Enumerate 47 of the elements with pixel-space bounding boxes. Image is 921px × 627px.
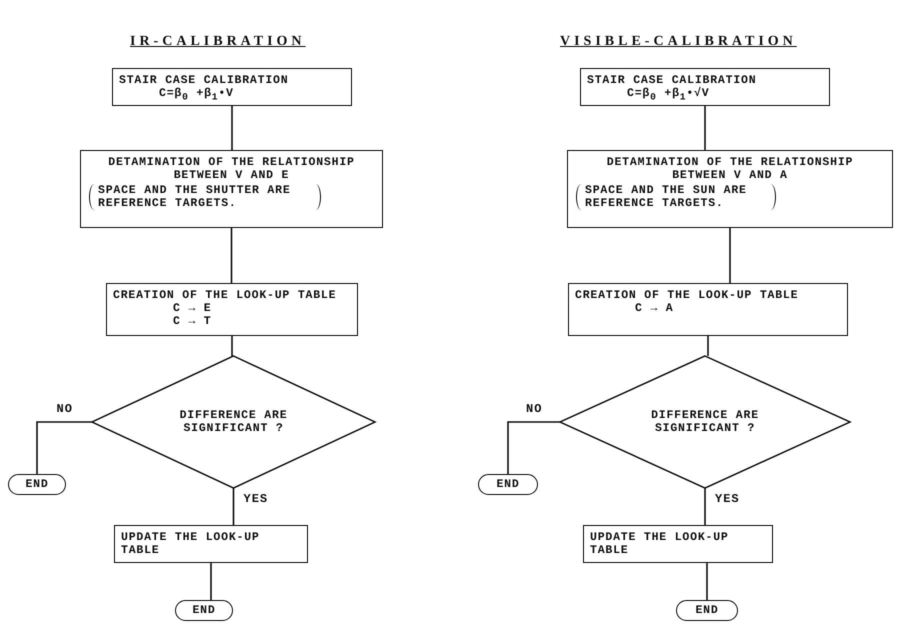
connector-line <box>36 421 92 474</box>
step-label: C=β$_{0}$ +β$_{1}$•V <box>158 87 235 104</box>
step-label: C → E <box>172 302 213 315</box>
connector-line <box>231 106 233 150</box>
step-label: STAIR CASE CALIBRATION <box>587 74 758 87</box>
step-label: CREATION OF THE LOOK-UP TABLE <box>575 289 800 302</box>
section-title: IR-CALIBRATION <box>130 34 306 50</box>
process-box <box>114 525 308 563</box>
connector-line <box>230 228 232 283</box>
end-terminal <box>676 600 738 621</box>
process-box <box>568 283 848 336</box>
end-terminal <box>8 474 66 495</box>
step-label: C → T <box>172 315 213 328</box>
connector-line <box>704 106 706 150</box>
step-label: UPDATE THE LOOK-UP TABLE <box>590 531 730 557</box>
connector-line <box>706 563 708 600</box>
section-title: VISIBLE-CALIBRATION <box>560 34 797 50</box>
process-box <box>583 525 773 563</box>
process-box <box>106 283 358 336</box>
terminal-label: END <box>25 478 49 491</box>
process-box <box>112 68 352 106</box>
terminal-label: END <box>695 604 719 617</box>
step-label: UPDATE THE LOOK-UP TABLE <box>121 531 261 557</box>
decision-label: DIFFERENCE ARE SIGNIFICANT ? <box>650 409 760 435</box>
step-label: SPACE AND THE SHUTTER ARE REFERENCE TARGETS. <box>89 184 321 210</box>
step-label: CREATION OF THE LOOK-UP TABLE <box>113 289 338 302</box>
terminal-label: END <box>496 478 520 491</box>
connector-line <box>729 228 731 283</box>
connector-line <box>232 488 234 525</box>
connector-line <box>704 488 706 525</box>
step-label: DETAMINATION OF THE RELATIONSHIP BETWEEN V AND A <box>606 156 854 182</box>
process-box <box>567 150 893 228</box>
end-terminal <box>175 600 233 621</box>
terminal-label: END <box>192 604 216 617</box>
connector-line <box>231 336 233 356</box>
decision-label: DIFFERENCE ARE SIGNIFICANT ? <box>178 409 288 435</box>
step-label: C=β$_{0}$ +β$_{1}$•√V <box>626 87 710 104</box>
step-label: SPACE AND THE SUN ARE REFERENCE TARGETS. <box>576 184 776 210</box>
end-terminal <box>478 474 538 495</box>
step-label: C → A <box>634 302 675 315</box>
step-label: DETAMINATION OF THE RELATIONSHIP BETWEEN V AND E <box>107 156 356 182</box>
step-label: STAIR CASE CALIBRATION <box>119 74 290 87</box>
connector-line <box>210 563 212 600</box>
process-box <box>80 150 383 228</box>
connector-line <box>707 336 709 356</box>
process-box <box>580 68 830 106</box>
connector-line <box>507 421 560 474</box>
